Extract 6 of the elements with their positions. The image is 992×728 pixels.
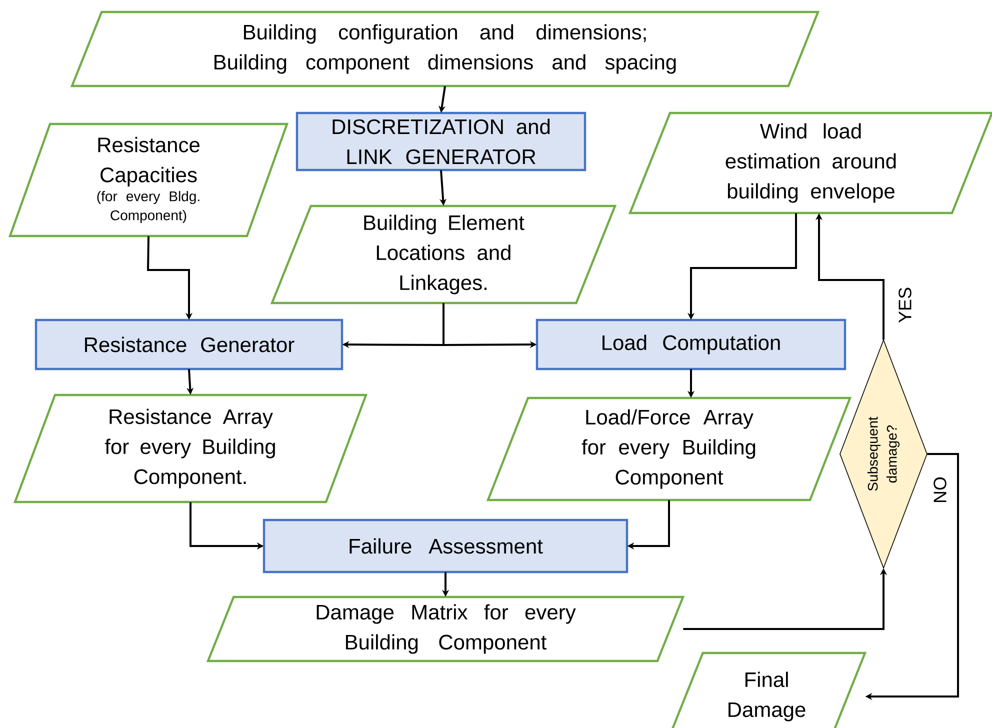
edge-label: NO [932, 476, 948, 504]
process-box: DISCRETIZATION and LINK GENERATOR [296, 112, 586, 172]
process-box: Load Computation [536, 318, 846, 370]
process-box: Resistance Generator [34, 318, 344, 370]
process-box: Failure Assessment [262, 518, 628, 574]
edge-label: YES [898, 286, 912, 324]
